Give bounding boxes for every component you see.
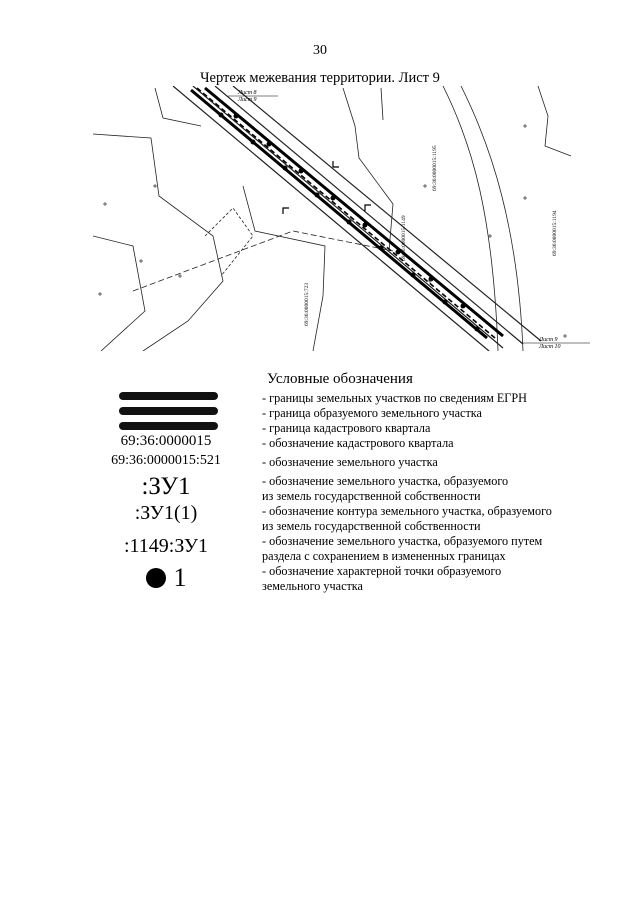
sheet-label: Лист 8 — [237, 90, 257, 96]
legend-item: из земель государственной собственности — [262, 489, 481, 503]
legend-item: - обозначение земельного участка — [262, 455, 438, 469]
cadastral-label: 69:36:0000015:723 — [304, 283, 310, 326]
parcel-boundary — [204, 207, 254, 277]
legend-item: - обозначение земельного участка, образу… — [262, 534, 543, 548]
cadastral-label: 69:36:0000015:1195 — [432, 145, 438, 191]
page-number: 30 — [313, 43, 327, 58]
cadastral-map: Лист 8 Лист 9 Лист 9 Лист 10 69:36:00000… — [93, 86, 590, 351]
legend-item: земельного участка — [262, 579, 363, 593]
new-parcel-boundary — [204, 86, 504, 338]
parcel-code-symbol: 69:36:0000015:521 — [111, 453, 221, 468]
quarter-boundary — [132, 230, 394, 292]
road-corridor-edge — [232, 86, 542, 342]
legend-item: - обозначение характерной точки образуем… — [262, 564, 502, 578]
legend-item: - обозначение земельного участка, образу… — [262, 474, 509, 488]
legend-item: - обозначение контура земельного участка… — [262, 504, 552, 518]
split-parcel-symbol: :1149:ЗУ1 — [123, 535, 209, 557]
legend-item: из земель государственной собственности — [262, 519, 481, 533]
parcel-boundary — [380, 87, 384, 121]
new-parcel-boundary — [190, 88, 488, 340]
characteristic-point-symbol: 1 — [100, 563, 232, 593]
contour-symbol: :ЗУ1(1) — [134, 502, 198, 524]
parcel-boundary — [537, 86, 572, 157]
parcel-boundary — [154, 87, 202, 127]
parcel-boundary — [460, 86, 524, 351]
legend-item: - обозначение кадастрового квартала — [262, 436, 454, 450]
sheet-label: Лист 10 — [538, 344, 561, 350]
point-dot-icon — [145, 568, 166, 588]
parcel-boundary — [242, 185, 326, 351]
sheet-label: Лист 9 — [237, 97, 257, 103]
legend-item: - граница образуемого земельного участка — [262, 406, 482, 420]
road-corridor-edge — [192, 86, 504, 349]
road-corridor-edge — [172, 86, 490, 351]
legend-item: - границы земельных участков по сведения… — [262, 391, 527, 405]
cadastral-label: 69:36:0000015:1149 — [401, 215, 407, 261]
legend-item: раздела с сохранением в измененных грани… — [262, 549, 506, 563]
legend-title: Условные обозначения — [267, 371, 413, 387]
new-parcel-boundary-symbol — [119, 407, 218, 415]
legend-item: - граница кадастрового квартала — [262, 421, 431, 435]
quarter-code-symbol: 69:36:0000015 — [120, 433, 212, 449]
sheet-label: Лист 9 — [538, 337, 558, 343]
egrn-boundary-symbol — [119, 392, 218, 400]
drawing-title: Чертеж межевания территории. Лист 9 — [200, 70, 440, 86]
road-corridor-edge — [214, 86, 524, 345]
parcel-boundary — [342, 87, 394, 252]
new-parcel-symbol: :ЗУ1 — [141, 473, 191, 500]
cadastral-label: 69:36:0000015:1194 — [552, 210, 558, 256]
new-parcel-boundary-inner — [196, 87, 496, 339]
parcel-boundary — [93, 133, 224, 351]
parcel-boundary — [93, 235, 146, 351]
parcel-boundary — [442, 86, 499, 351]
point-number: 1 — [173, 563, 187, 592]
quarter-boundary-symbol — [119, 422, 218, 430]
